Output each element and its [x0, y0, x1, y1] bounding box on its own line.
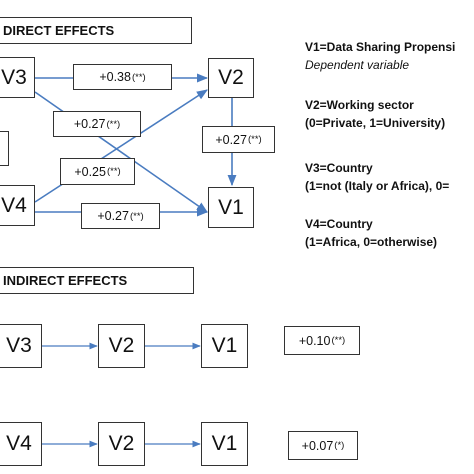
arrow-v3-v1 [34, 91, 208, 213]
ind1-coef: +0.10(**) [284, 326, 360, 355]
indirect-effects-header: INDIRECT EFFECTS [0, 267, 194, 294]
coef-v4-v1-sig: (**) [129, 210, 144, 222]
ind2-coef-sig: (*) [334, 440, 345, 451]
coef-v3-v1: +0.27(**) [53, 111, 141, 137]
legend-v2: V2=Working sector (0=Private, 1=Universi… [305, 96, 445, 132]
legend-v4-detail: (1=Africa, 0=otherwise) [305, 235, 438, 249]
legend-v1: V1=Data Sharing Propensi Dependent varia… [305, 38, 455, 74]
node-v1: V1 [208, 187, 254, 228]
ind2-coef: +0.07(*) [288, 431, 358, 460]
coef-v4-v1: +0.27(**) [81, 203, 160, 229]
coef-v3-v2-value: +0.38 [99, 70, 131, 84]
ind1-node-a: V3 [0, 324, 42, 368]
node-v4: V4 [0, 185, 35, 226]
ind2-node-a: V4 [0, 422, 42, 466]
legend-v2-title: V2=Working sector [305, 98, 414, 112]
legend-v3-title: V3=Country [305, 161, 373, 175]
arrow-v4-v2 [34, 89, 208, 203]
coef-v3-v2-sig: (**) [131, 71, 146, 83]
coef-v3-v1-sig: (**) [106, 118, 121, 130]
coef-v2-v1-value: +0.27 [215, 132, 247, 147]
coef-v4-v2-sig: (**) [106, 166, 121, 177]
ind2-node-b: V2 [98, 422, 145, 466]
ind1-node-c: V1 [201, 324, 248, 368]
node-v2: V2 [208, 58, 254, 98]
coef-v4-v1-value: +0.27 [97, 209, 129, 223]
ind2-coef-value: +0.07 [301, 438, 334, 453]
coef-v4-v2: +0.25(**) [60, 158, 135, 185]
legend-v3-detail: (1=not (Italy or Africa), 0= [305, 179, 450, 193]
coef-v3-v2: +0.38(**) [73, 64, 172, 90]
coef-v2-v1-sig: (**) [247, 134, 262, 145]
legend-v4: V4=Country (1=Africa, 0=otherwise) [305, 215, 437, 251]
legend-v4-title: V4=Country [305, 217, 373, 231]
coef-v2-v1: +0.27(**) [202, 126, 275, 153]
ind1-node-b: V2 [98, 324, 145, 368]
direct-effects-header: DIRECT EFFECTS [0, 17, 192, 44]
legend-v2-detail: (0=Private, 1=University) [305, 116, 446, 130]
node-v3: V3 [0, 57, 35, 98]
ind1-coef-value: +0.10 [298, 333, 331, 348]
coef-v4-v2-value: +0.25 [74, 164, 106, 179]
legend-v1-note: Dependent variable [305, 58, 410, 72]
partial-node-box [0, 131, 9, 166]
ind2-node-c: V1 [201, 422, 248, 466]
coef-v3-v1-value: +0.27 [73, 117, 106, 131]
legend-v3: V3=Country (1=not (Italy or Africa), 0= [305, 159, 449, 195]
legend-v1-title: V1=Data Sharing Propensi [305, 40, 456, 54]
ind1-coef-sig: (**) [331, 335, 346, 346]
